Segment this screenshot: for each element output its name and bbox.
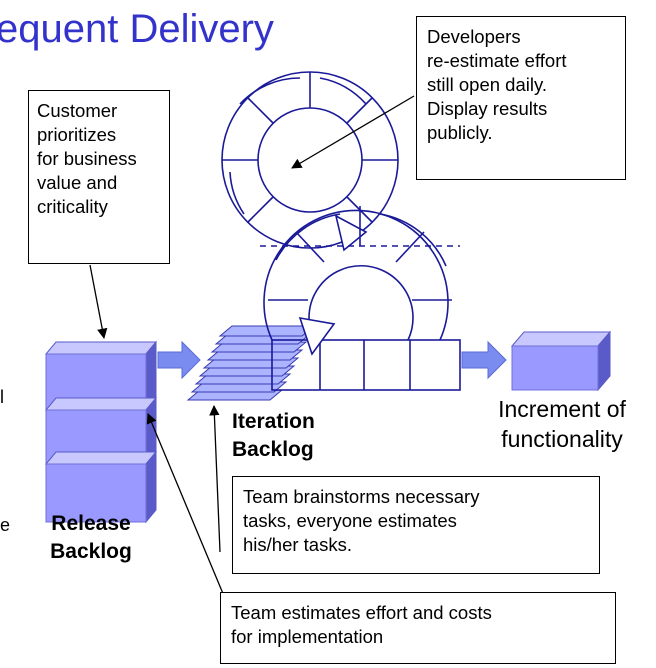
iteration-backlog-label: Iteration Backlog [232, 410, 315, 461]
brainstorm-callout: Team brainstorms necessary tasks, everyo… [232, 476, 600, 574]
estimates-callout: Team estimates effort and costs for impl… [220, 592, 616, 664]
developers-callout: Developers re-estimate effort still open… [416, 16, 626, 180]
release-backlog-cube-bottom [44, 450, 158, 524]
customer-to-release-arrow [89, 264, 108, 340]
release-backlog-stack [44, 340, 158, 524]
release-backlog-label: Release Backlog [50, 512, 132, 563]
slide-title: equent Delivery [0, 7, 274, 51]
developers-to-cycle-arrow [291, 95, 415, 169]
increment-cube [510, 330, 612, 392]
customer-callout: Customer prioritizes for business value … [28, 90, 170, 264]
estimates-to-release-arrow [146, 413, 225, 597]
iteration-cycle-ring [260, 206, 461, 391]
flow-arrow-release-to-iteration [157, 340, 201, 380]
iteration-backlog-sheets [186, 325, 316, 401]
increment-label: Increment of functionality [498, 396, 626, 452]
flow-arrow-to-increment [461, 340, 507, 380]
left-edge-fragment-bottom: e [0, 515, 11, 535]
brainstorm-to-iteration-arrow [209, 404, 221, 553]
left-edge-fragment-top: l [0, 387, 4, 407]
